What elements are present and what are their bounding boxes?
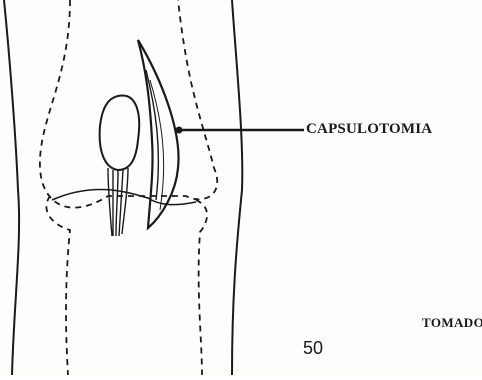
credit-text: TOMADO (422, 315, 482, 331)
label-pointer-dot (176, 127, 183, 134)
capsulotomy-label: CAPSULOTOMIA (306, 121, 432, 138)
leg-outline-left (4, 0, 19, 375)
tibia-outline-right (196, 200, 207, 375)
tibia-outline (46, 196, 70, 375)
page-number: 50 (303, 338, 323, 359)
femur-outline (40, 0, 217, 208)
leg-outline-right (232, 0, 242, 375)
patella (100, 95, 140, 170)
joint-line (52, 189, 196, 204)
capsulotomy-incision (138, 40, 179, 228)
patellar-tendon (108, 168, 128, 236)
